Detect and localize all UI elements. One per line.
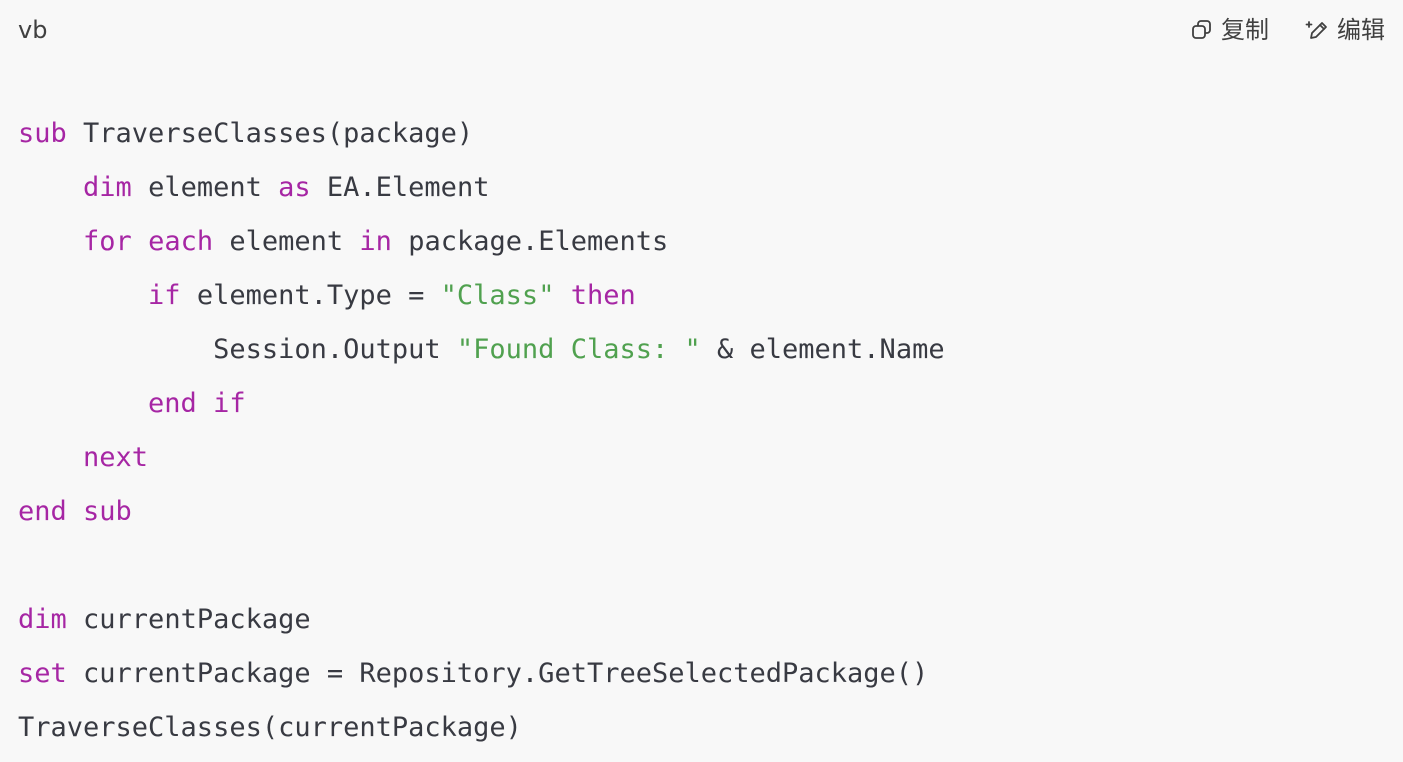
code-keyword: if [213, 388, 246, 419]
code-text [132, 226, 148, 257]
code-keyword: dim [18, 604, 67, 635]
copy-label: 复制 [1221, 16, 1269, 44]
code-keyword: as [278, 172, 311, 203]
code-text [18, 172, 83, 203]
code-string: "Found Class: " [456, 334, 701, 365]
code-line: for each element in package.Elements [18, 215, 945, 269]
code-keyword: then [570, 280, 636, 311]
code-text: & element.Name [700, 334, 945, 365]
code-keyword: end [148, 388, 197, 419]
code-line: Session.Output "Found Class: " & element… [18, 323, 945, 377]
pencil-sparkle-icon [1305, 19, 1329, 41]
code-block-header: vb 复制 编辑 [0, 0, 1403, 62]
code-line: end sub [18, 485, 945, 539]
code-text [67, 496, 83, 527]
code-keyword: sub [18, 118, 67, 149]
code-text [197, 388, 213, 419]
code-line: end if [18, 377, 945, 431]
code-text [18, 226, 83, 257]
code-line: if element.Type = "Class" then [18, 269, 945, 323]
code-line [18, 539, 945, 593]
code-line: dim element as EA.Element [18, 161, 945, 215]
language-label: vb [18, 16, 48, 44]
code-text: TraverseClasses(package) [66, 118, 474, 149]
code-line: sub TraverseClasses(package) [18, 107, 945, 161]
code-keyword: sub [83, 496, 132, 527]
edit-button[interactable]: 编辑 [1305, 14, 1385, 46]
code-line: dim currentPackage [18, 593, 945, 647]
code-text [18, 280, 148, 311]
code-line: set currentPackage = Repository.GetTreeS… [18, 647, 945, 701]
copy-button[interactable]: 复制 [1191, 14, 1269, 46]
code-text: EA.Element [310, 172, 490, 203]
code-keyword: if [148, 280, 181, 311]
code-text: element [131, 172, 279, 203]
code-text [554, 280, 570, 311]
code-text: currentPackage [66, 604, 311, 635]
code-text [18, 388, 148, 419]
code-keyword: set [18, 658, 67, 689]
code-keyword: for [83, 226, 132, 257]
copy-icon [1191, 19, 1213, 41]
code-text: element [213, 226, 360, 257]
code-text [18, 442, 83, 473]
code-text: currentPackage = Repository.GetTreeSelec… [66, 658, 929, 689]
code-keyword: each [148, 226, 214, 257]
code-line: TraverseClasses(currentPackage) [18, 701, 945, 755]
code-text: package.Elements [391, 226, 669, 257]
edit-label: 编辑 [1337, 16, 1385, 44]
code-keyword: end [18, 496, 67, 527]
code-keyword: dim [83, 172, 132, 203]
code-text: Session.Output [18, 334, 457, 365]
code-keyword: next [83, 442, 149, 473]
code-keyword: in [359, 226, 392, 257]
code-actions: 复制 编辑 [1191, 14, 1385, 46]
code-text: element.Type = [180, 280, 441, 311]
code-text: TraverseClasses(currentPackage) [18, 712, 522, 743]
code-string: "Class" [440, 280, 555, 311]
code-content: sub TraverseClasses(package) dim element… [18, 107, 945, 755]
code-line: next [18, 431, 945, 485]
